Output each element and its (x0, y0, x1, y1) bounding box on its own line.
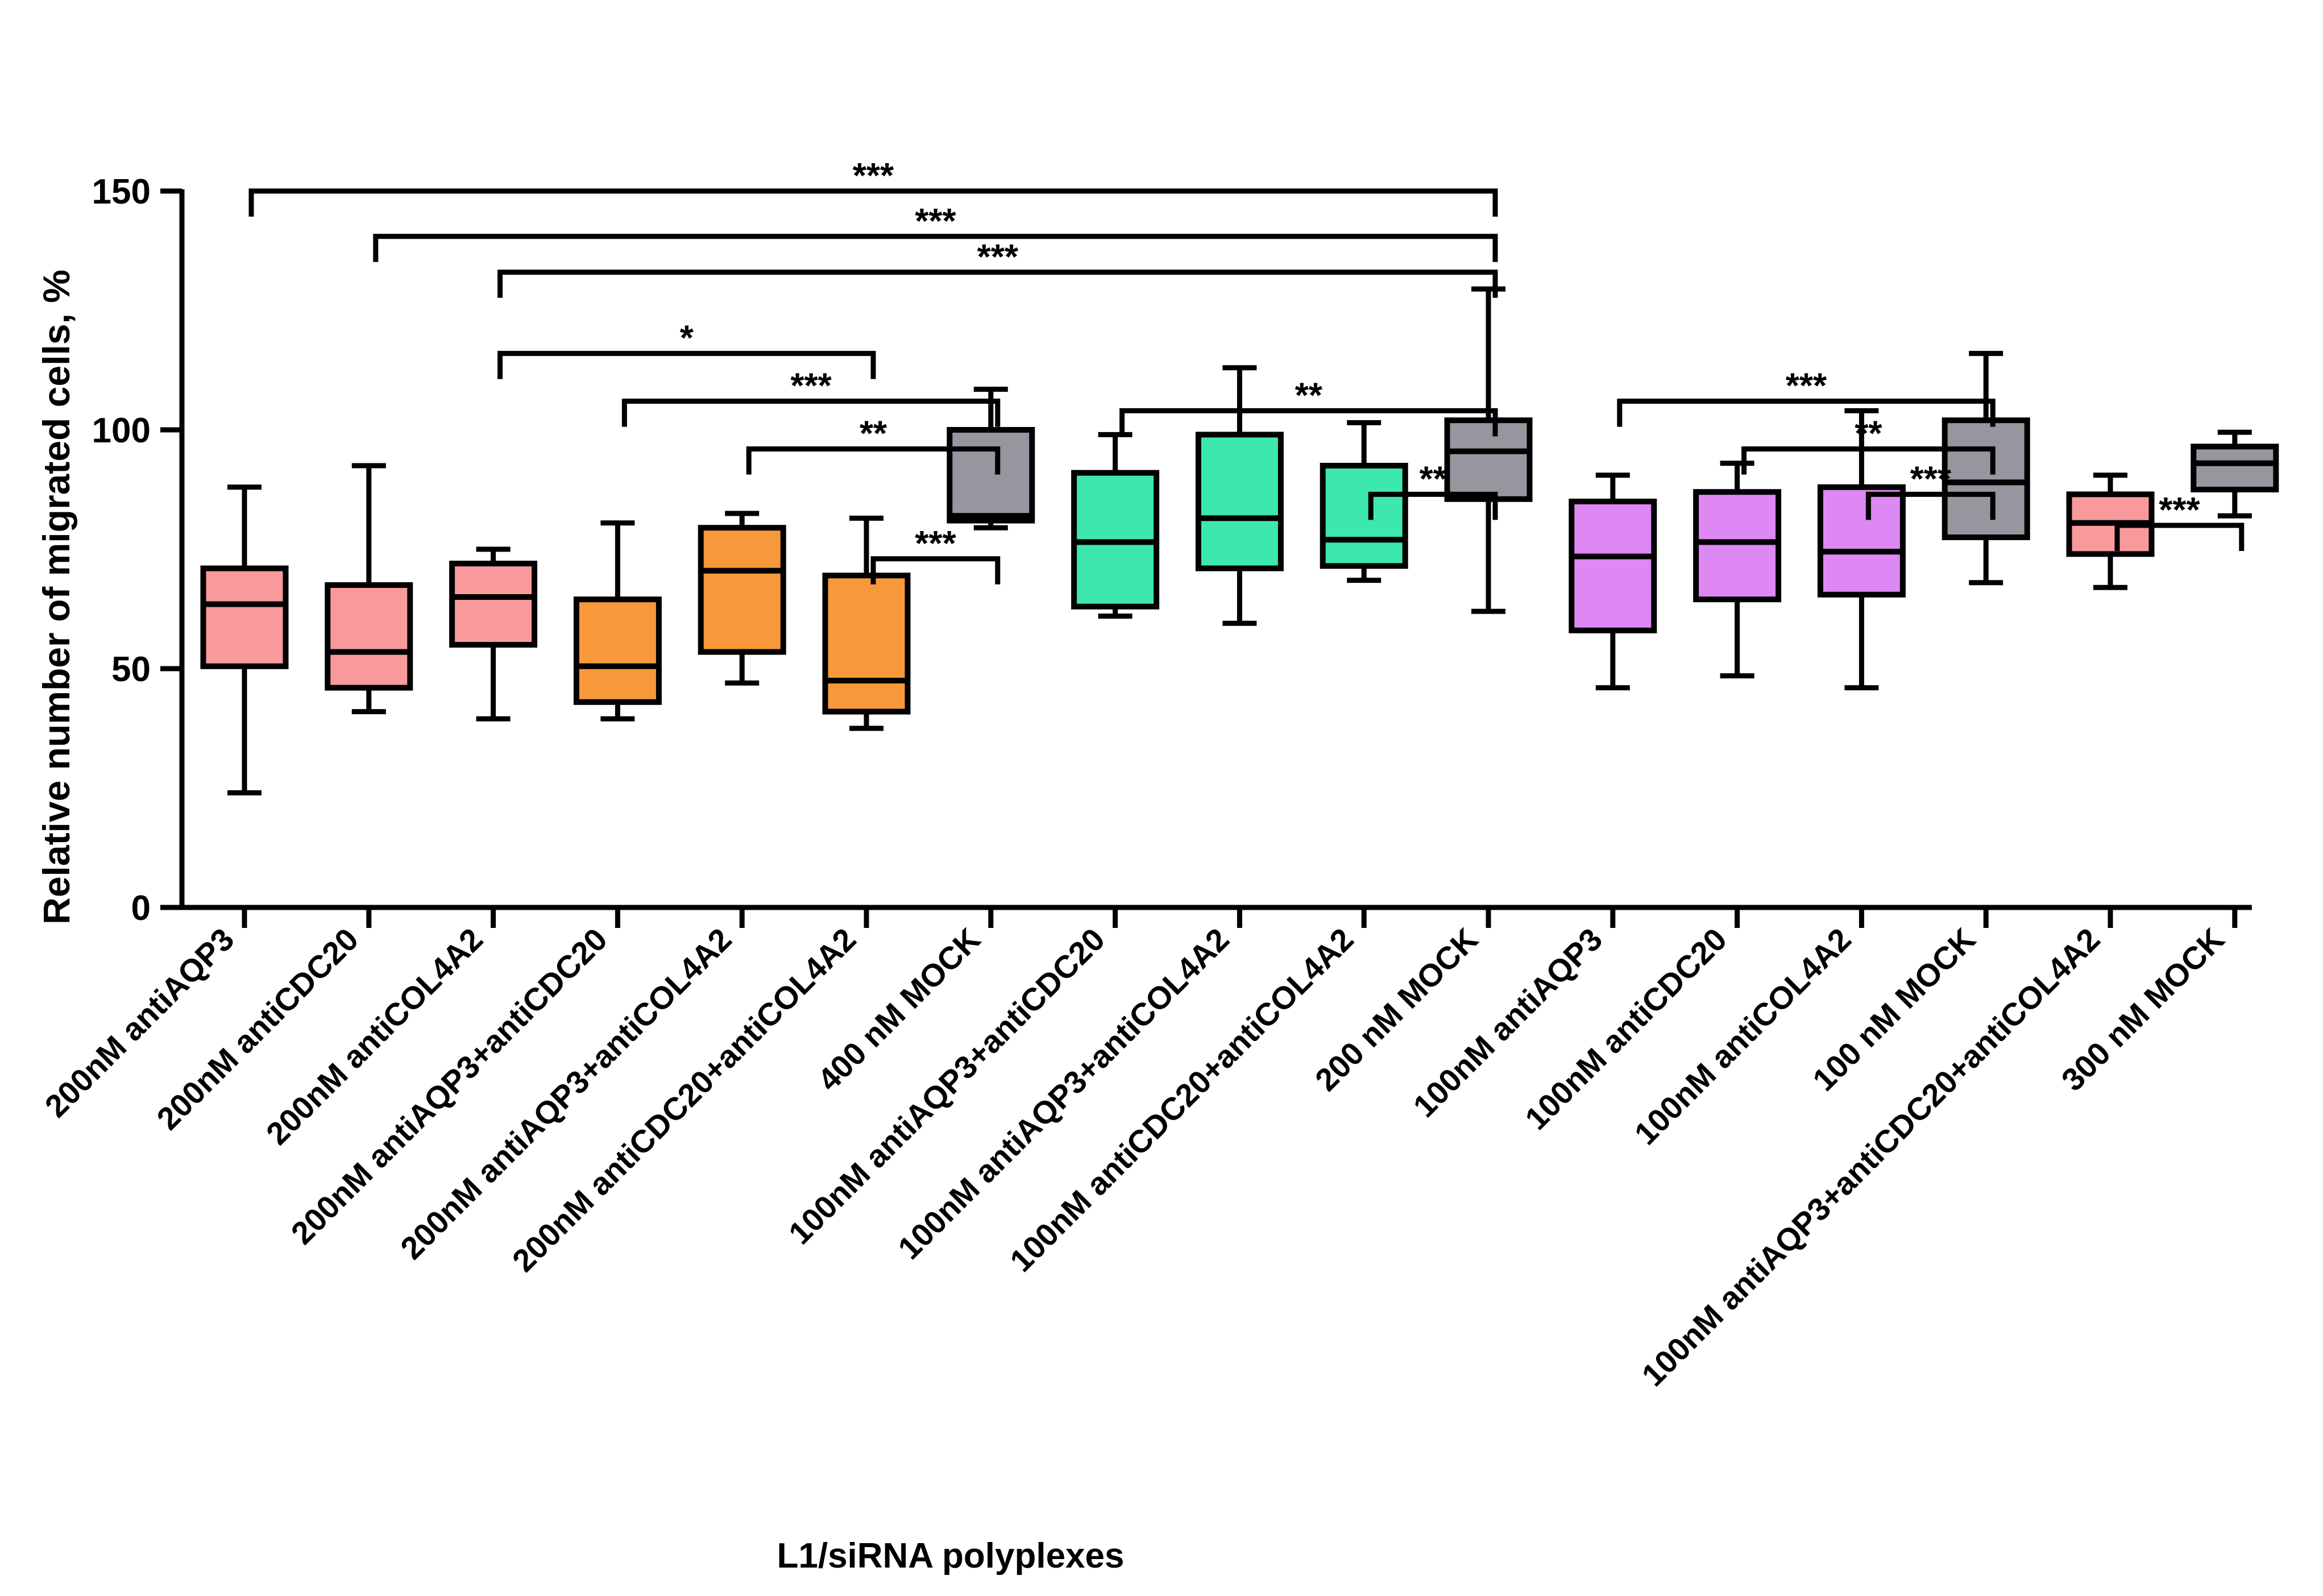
y-tick-label: 100 (92, 411, 151, 450)
bracket-line (248, 188, 1498, 217)
iqr-box (1195, 432, 1284, 571)
significance-bracket: *** (1617, 367, 1996, 427)
bracket-line (497, 351, 876, 379)
iqr-box (698, 525, 786, 655)
significance-label: *** (915, 202, 956, 241)
significance-label: ** (1419, 459, 1447, 499)
y-tick-label: 50 (111, 650, 151, 689)
significance-label: *** (1910, 459, 1952, 499)
box-14 (1817, 408, 1906, 691)
box-series (200, 286, 2279, 795)
significance-label: *** (2159, 491, 2200, 530)
y-axis: 0 50 100 150 (92, 172, 185, 928)
significance-bracket: ** (1119, 376, 1498, 437)
iqr-box (1817, 484, 1906, 598)
significance-label: *** (790, 367, 832, 406)
iqr-box (449, 561, 538, 648)
box-16 (2066, 472, 2155, 590)
bracket-line (621, 399, 1001, 427)
box-1 (200, 484, 289, 795)
significance-bracket: *** (2114, 491, 2245, 551)
significance-label: *** (1786, 367, 1827, 406)
box-10 (1320, 420, 1408, 583)
x-tick-label: 100nM antiCDC20 (1518, 921, 1733, 1137)
iqr-box (1320, 463, 1408, 569)
bracket-line (1617, 399, 1996, 427)
x-tick-label: 100nM antiCOL4A2 (1627, 921, 1857, 1151)
significance-bracket: ** (746, 414, 1001, 475)
significance-bracket: *** (870, 524, 1001, 584)
y-axis-title: Relative number of migrated cells, % (35, 270, 77, 925)
box-3 (449, 546, 538, 722)
iqr-box (1942, 417, 2030, 541)
significance-label: *** (977, 238, 1019, 277)
iqr-box (1569, 499, 1657, 633)
y-tick-label: 0 (131, 889, 151, 928)
bracket-line (870, 556, 1001, 584)
significance-bracket: *** (248, 156, 1498, 217)
bracket-line (1741, 446, 1996, 475)
box-17 (2191, 429, 2279, 519)
significance-bracket: *** (497, 238, 1498, 298)
significance-label: * (680, 319, 694, 358)
box-15 (1942, 351, 2030, 586)
box-8 (1071, 432, 1160, 619)
box-4 (573, 520, 662, 722)
box-7 (947, 387, 1035, 530)
box-6 (822, 515, 911, 731)
x-axis-title: L1/siRNA polyplexes (777, 1536, 1124, 1576)
iqr-box (1444, 417, 1533, 502)
iqr-box (200, 565, 289, 669)
box-9 (1195, 365, 1284, 626)
iqr-box (822, 573, 911, 715)
significance-bracket: ** (1368, 459, 1498, 520)
bracket-line (2114, 523, 2245, 551)
iqr-box (2191, 443, 2279, 493)
box-5 (698, 511, 786, 686)
bracket-line (373, 234, 1498, 262)
significance-bracket: *** (1865, 459, 1996, 520)
x-tick-label: 200nM antiCDC20 (150, 921, 365, 1137)
bracket-line (746, 446, 1001, 475)
significance-label: ** (1855, 414, 1882, 454)
significance-bracket: *** (621, 367, 1001, 427)
bracket-line (1368, 491, 1498, 520)
significance-label: ** (860, 414, 887, 454)
box-2 (325, 463, 413, 715)
significance-bracket: *** (373, 202, 1498, 262)
significance-label: *** (915, 524, 956, 563)
bracket-line (1865, 491, 1996, 520)
iqr-box (573, 596, 662, 705)
box-12 (1569, 472, 1657, 691)
iqr-box (325, 582, 413, 691)
significance-label: ** (1295, 376, 1323, 415)
significance-brackets: ********************************* (248, 156, 2245, 584)
x-tick-label: 200nM antiCOL4A2 (259, 921, 490, 1151)
x-tick-label: 100nM antiAQP3+antiCDC20+antiCOL4A2 (1635, 921, 2106, 1393)
box-11 (1444, 286, 1533, 614)
significance-label: *** (853, 156, 894, 196)
iqr-box (1693, 489, 1782, 603)
box-13 (1693, 461, 1782, 679)
bracket-line (1119, 408, 1498, 437)
bracket-line (497, 270, 1498, 298)
significance-bracket: * (497, 319, 876, 379)
y-tick-label: 150 (92, 172, 151, 212)
iqr-box (947, 427, 1035, 524)
significance-bracket: ** (1741, 414, 1996, 475)
